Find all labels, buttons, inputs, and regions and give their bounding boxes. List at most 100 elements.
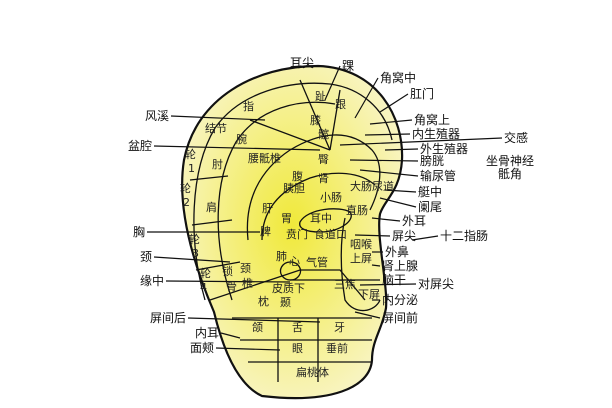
label-jie-jie: 结节 (205, 122, 227, 135)
label-jiao-wo-shang: 角窝上 (414, 112, 450, 127)
label-lun3-num: 3 (192, 247, 199, 260)
leader-line-shen-shang-xian (371, 264, 381, 267)
label-pang-guang: 膀胱 (420, 153, 444, 168)
leader-line-nei-sheng-zhi-qi (364, 133, 411, 136)
leader-line-yuan-zhong (165, 280, 291, 283)
label-ping-jian: 屏尖 (392, 229, 416, 243)
leader-line-pang-guang (349, 159, 419, 162)
label-jing: 颈 (140, 250, 152, 264)
label-lun4: 轮 (200, 266, 211, 280)
label-lun4-num: 4 (200, 281, 207, 294)
label-er-jian: 耳尖 (290, 56, 314, 70)
leader-line-wai-er (371, 217, 401, 222)
label-er-zhong: 耳中 (310, 212, 332, 225)
label-jing-c: 颈 (240, 262, 251, 275)
label-lun1: 轮 (185, 147, 196, 161)
leader-line-jiao-wo-shang (369, 119, 413, 125)
label-pen-qiang: 盆腔 (128, 138, 152, 153)
label-lan-wei: 阑尾 (418, 199, 442, 214)
label-ting-zhong: 艇中 (418, 184, 442, 199)
label-nao-gan: 脑干 (382, 273, 406, 287)
label-zhi-toe: 趾 (315, 89, 326, 103)
leader-line-ting-zhong (384, 189, 417, 193)
label-lun1-num: 1 (188, 162, 195, 175)
label-tun: 臀 (318, 153, 329, 166)
label-da-chang: 大肠 (350, 179, 372, 193)
label-lun2: 轮 (180, 181, 191, 195)
label-nei-er: 内耳 (195, 326, 219, 340)
label-pi: 脾 (260, 224, 271, 238)
label-lun2-num: 2 (183, 196, 190, 209)
label-jian: 肩 (206, 200, 217, 214)
leader-line-nei-er (220, 332, 241, 339)
label-shen-shang-xian: 肾上腺 (382, 259, 418, 273)
leader-line-wai-sheng-zhi-qi (384, 148, 419, 151)
label-yi-dan: 胰胆 (283, 181, 305, 195)
label-gan: 肝 (262, 202, 273, 215)
label-wei: 胃 (281, 212, 292, 225)
label-gang-men: 肛门 (410, 86, 434, 101)
label-fei: 肺 (276, 250, 287, 263)
label-niao-dao: 尿道 (372, 179, 394, 193)
label-xin: 心 (289, 255, 300, 268)
label-xiao-chang: 小肠 (320, 191, 342, 204)
label-xi: 膝 (310, 114, 321, 127)
label-feng-xi: 风溪 (145, 109, 169, 123)
leader-line-pen-qiang (153, 145, 321, 151)
region-borders (189, 79, 393, 382)
label-zhi-finger: 指 (243, 99, 254, 113)
leader-line-feng-xi (170, 115, 266, 121)
label-zhi-chang: 直肠 (346, 203, 368, 217)
label-wai-er: 外耳 (402, 214, 426, 228)
label-shu-niao-guan: 输尿管 (420, 168, 456, 183)
label-gen: 跟 (335, 98, 346, 111)
label-shen: 肾 (318, 172, 329, 185)
label-chui-qian: 垂前 (326, 341, 348, 355)
label-suo: 锁 (222, 264, 233, 278)
label-fu: 腹 (292, 169, 303, 183)
label-zhou: 肘 (212, 157, 223, 171)
label-lun3: 轮 (189, 232, 200, 246)
label-zhen: 枕 (258, 294, 269, 308)
label-shang-ping: 上屏 (350, 252, 372, 265)
label-ya: 牙 (334, 321, 345, 334)
label-e: 颌 (252, 320, 263, 334)
label-kou: 口 (336, 228, 347, 241)
label-qi-guan: 气管 (306, 255, 328, 269)
leader-line-mian-jia (215, 347, 281, 351)
label-xiong: 胸 (133, 224, 145, 239)
leader-line-gang-men (379, 93, 409, 113)
label-nei-sheng-zhi-qi: 内生殖器 (412, 126, 460, 141)
label-wai-bi: 外鼻 (385, 244, 409, 259)
leader-line-jiao-wo-zhong (354, 77, 379, 119)
leader-line-jiao-gan (339, 137, 503, 146)
leader-line-dui-ping-jian (359, 283, 417, 286)
label-yao-di-zhui: 腰骶椎 (248, 151, 281, 165)
label-bian-tao-ti: 扁桃体 (296, 365, 329, 379)
label-she: 舌 (292, 321, 303, 334)
label-wan: 腕 (236, 132, 247, 146)
label-shi-er-zhi-chang: 十二指肠 (440, 228, 488, 243)
label-mian-jia: 面颊 (190, 341, 214, 355)
label-yuan-zhong: 缘中 (140, 273, 164, 288)
label-ping-jian-qian: 屏间前 (382, 310, 418, 325)
leader-line-shu-niao-guan (359, 169, 419, 177)
label-gu: 骨 (226, 280, 237, 293)
label-zuo-gu-shen-jing: 坐骨神经 (486, 154, 534, 168)
label-pi-zhi-xia: 皮质下 (272, 282, 305, 295)
label-wai-sheng-zhi-qi: 外生殖器 (420, 141, 468, 156)
label-jiao-wo-zhong: 角窝中 (380, 70, 416, 85)
label-dui-ping-jian: 对屏尖 (418, 277, 454, 291)
label-ben-men: 贲门 (286, 227, 308, 241)
leader-line-ping-jian-qian (354, 311, 381, 319)
leader-line-jing (153, 256, 231, 263)
label-nei-fen-mi: 内分泌 (382, 293, 418, 307)
label-shi-dao: 食道 (314, 227, 336, 241)
label-nie: 颞 (280, 296, 291, 309)
label-jiao-gan: 交感 (504, 130, 528, 145)
leader-line-huai (324, 65, 341, 101)
label-ping-jian-hou: 屏间后 (150, 311, 186, 325)
leader-line-ping-jian (354, 234, 391, 237)
